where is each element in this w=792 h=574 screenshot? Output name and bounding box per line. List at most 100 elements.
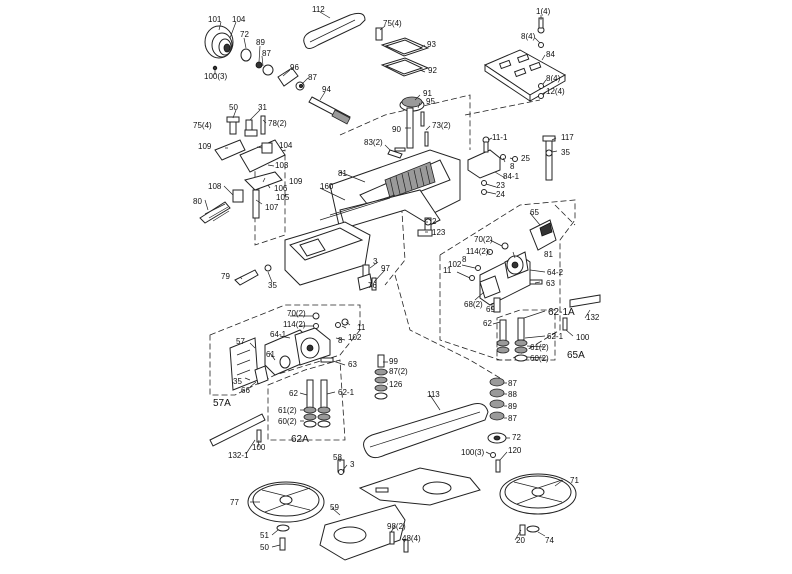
part-label: 59 — [330, 503, 339, 512]
part-label: 89 — [508, 402, 517, 411]
gearbox-cover-group — [375, 27, 430, 159]
part-label: 57 — [236, 337, 245, 346]
part-label: 87 — [508, 414, 517, 423]
part-label: 98(2) — [387, 522, 406, 531]
part-label: 89 — [256, 38, 265, 47]
part-label: 35 — [268, 281, 277, 290]
blade-guide-assembly-57A — [209, 312, 349, 447]
part-label: 23 — [496, 181, 505, 190]
part-label: 62-1 — [338, 388, 355, 397]
bracket-84-1 — [467, 135, 556, 195]
part-label: 58 — [333, 453, 342, 462]
part-label: 106 — [274, 184, 288, 193]
part-label: 24 — [496, 190, 505, 199]
part-label: 84-1 — [503, 172, 520, 181]
blade-guide-assembly-65A — [469, 219, 601, 362]
wheel-71 — [499, 473, 577, 536]
part-label: 20 — [516, 536, 525, 545]
part-label: 60(2) — [530, 354, 549, 363]
part-labels: 101 104 72 89 87 100(3) 96 87 112 75(4) … — [193, 5, 600, 552]
part-label: 96 — [290, 63, 299, 72]
part-label: 94 — [322, 85, 331, 94]
part-label: 81 — [338, 169, 347, 178]
part-label: 73(2) — [432, 121, 451, 130]
part-label: 109 — [289, 177, 303, 186]
part-label: 62 — [483, 319, 492, 328]
part-label: 51 — [260, 531, 269, 540]
part-label: 61(2) — [530, 343, 549, 352]
part-label: 83(2) — [364, 138, 383, 147]
part-label: 35 — [561, 148, 570, 157]
misc-hardware — [234, 147, 406, 291]
part-label: 3 — [350, 460, 355, 469]
belt-112 — [303, 12, 366, 49]
part-label: 25 — [521, 154, 530, 163]
part-label: 99 — [389, 357, 398, 366]
part-label: 64-1 — [270, 330, 287, 339]
part-label: 8 — [338, 336, 343, 345]
part-label: 102 — [348, 333, 362, 342]
part-label: 75(4) — [193, 121, 212, 130]
part-label: 62-1 — [547, 332, 564, 341]
part-label: 117 — [561, 133, 574, 142]
part-label: 78(2) — [268, 119, 287, 128]
clamp-plate-group — [483, 17, 567, 102]
cover-plate-59 — [319, 459, 481, 561]
part-label: 101 — [208, 15, 222, 24]
part-label: 108 — [208, 182, 222, 191]
part-label: 2 — [432, 217, 437, 226]
part-label: 11 — [357, 323, 366, 332]
part-label: 84 — [546, 50, 555, 59]
part-label: 50 — [260, 543, 269, 552]
part-label: 104 — [232, 15, 246, 24]
part-label: 70(2) — [287, 309, 306, 318]
part-label: 81 — [544, 250, 553, 259]
part-label: 79 — [221, 272, 230, 281]
part-label: 77 — [230, 498, 239, 507]
part-label: 132 — [586, 313, 600, 322]
part-label: 62 — [289, 389, 298, 398]
part-label: 114(2) — [466, 247, 489, 256]
part-label: 100(3) — [204, 72, 227, 81]
part-label: 11-1 — [492, 133, 508, 142]
part-label: 126 — [389, 380, 403, 389]
part-label: 35 — [233, 377, 242, 386]
part-label: 160 — [320, 182, 334, 191]
part-label: 71 — [570, 476, 579, 485]
part-label: 50 — [229, 103, 238, 112]
part-label: 12(4) — [546, 87, 565, 96]
part-label: 70(2) — [474, 235, 493, 244]
part-label: 65 — [530, 208, 539, 217]
part-label: 105 — [276, 193, 290, 202]
part-label: 87(2) — [389, 367, 408, 376]
part-label: 61 — [266, 350, 275, 359]
motor-pulley-group — [204, 25, 351, 125]
part-label: 8(4) — [546, 74, 561, 83]
part-label: 88 — [508, 390, 517, 399]
part-label: 80 — [193, 197, 202, 206]
part-label: 64-2 — [547, 268, 564, 277]
assembly-boundaries — [209, 94, 576, 441]
part-label: 100(3) — [461, 448, 484, 457]
part-label: 87 — [262, 49, 271, 58]
bearing-stack-right — [487, 377, 507, 473]
main-frame — [284, 149, 461, 286]
part-label: 90 — [392, 125, 401, 134]
part-label: 31 — [258, 103, 267, 112]
part-label: 1(4) — [536, 7, 551, 16]
part-label: 3 — [373, 257, 378, 266]
part-label: 8(4) — [521, 32, 536, 41]
part-label: 8 — [462, 255, 467, 264]
part-label: 11 — [443, 266, 452, 275]
part-label: 97 — [381, 264, 390, 273]
part-label: 8 — [510, 162, 515, 171]
part-label: 95 — [426, 97, 435, 106]
part-label: 92 — [428, 66, 437, 75]
part-label: 63 — [348, 360, 357, 369]
part-label: 60(2) — [278, 417, 297, 426]
part-label: 123 — [432, 228, 446, 237]
part-label: 62-1A — [548, 307, 575, 318]
part-label: 109 — [198, 142, 212, 151]
part-label: 103 — [275, 161, 289, 170]
